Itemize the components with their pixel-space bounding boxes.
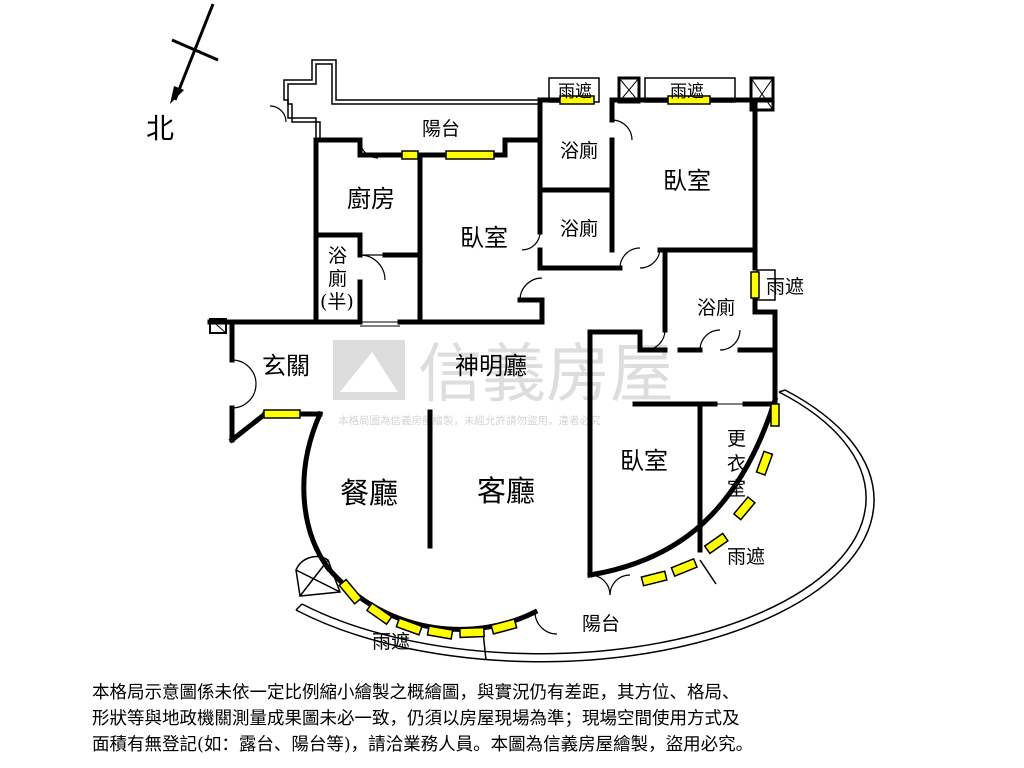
shafts [209, 76, 776, 334]
label-prayer-hall: 神明廳 [455, 352, 527, 380]
label-bath-top: 浴廁 [560, 139, 598, 162]
compass-label: 北 [146, 112, 174, 145]
watermark-logo-icon [333, 340, 405, 400]
label-bedroom-bottom: 臥室 [620, 447, 668, 475]
outer-outline [283, 59, 875, 663]
bay-window [295, 555, 342, 597]
north-arrow-icon [170, 3, 219, 104]
label-bedroom-mid: 臥室 [460, 224, 508, 252]
doors [231, 105, 745, 635]
disclaimer-line: 本格局示意圖係未依一定比例縮小繪製之概繪圖，與實況仍有差距，其方位、格局、 [92, 683, 740, 703]
watermark: 信義房屋 本格局圖為信義房屋繪製，未經允許請勿盜用，違者必究 [333, 338, 674, 427]
label-balcony-bottom: 陽台 [582, 613, 620, 635]
disclaimer: 本格局示意圖係未依一定比例縮小繪製之概繪圖，與實況仍有差距，其方位、格局、 形狀… [92, 680, 952, 758]
label-bedroom-master: 臥室 [663, 167, 711, 195]
disclaimer-line: 面積有無登記(如：露台、陽台等)，請洽業務人員。本圖為信義房屋繪製，盜用必究。 [92, 735, 754, 755]
label-entrance: 玄關 [262, 352, 310, 380]
label-canopy-top-right: 雨遮 [670, 82, 704, 102]
watermark-brand: 信義房屋 [418, 338, 674, 412]
walls [207, 97, 779, 632]
label-bath-right: 浴廁 [697, 296, 735, 319]
label-half-bath-2: 廁 [328, 267, 347, 290]
label-canopy-bottom-left: 雨遮 [372, 631, 410, 653]
label-canopy-top-left: 雨遮 [558, 82, 592, 102]
windows [263, 95, 780, 640]
label-living: 客廳 [477, 474, 535, 508]
label-canopy-right: 雨遮 [766, 276, 804, 298]
label-closet-3: 室 [727, 478, 746, 500]
label-half-bath-1: 浴 [328, 245, 347, 267]
watermark-notice: 本格局圖為信義房屋繪製，未經允許請勿盜用，違者必究 [338, 414, 601, 427]
label-dining: 餐廳 [340, 476, 398, 510]
label-canopy-bottom-right: 雨遮 [727, 546, 765, 568]
label-kitchen: 廚房 [347, 185, 395, 213]
label-closet-2: 衣 [727, 453, 746, 475]
label-bath-mid: 浴廁 [560, 217, 598, 240]
label-balcony-top: 陽台 [422, 118, 460, 140]
label-half-bath-3: (半) [320, 291, 354, 313]
disclaimer-line: 形狀等與地政機關測量成果圖未必一致，仍須以房屋現場為準；現場空間使用方式及 [92, 709, 740, 729]
label-closet-1: 更 [727, 428, 746, 450]
